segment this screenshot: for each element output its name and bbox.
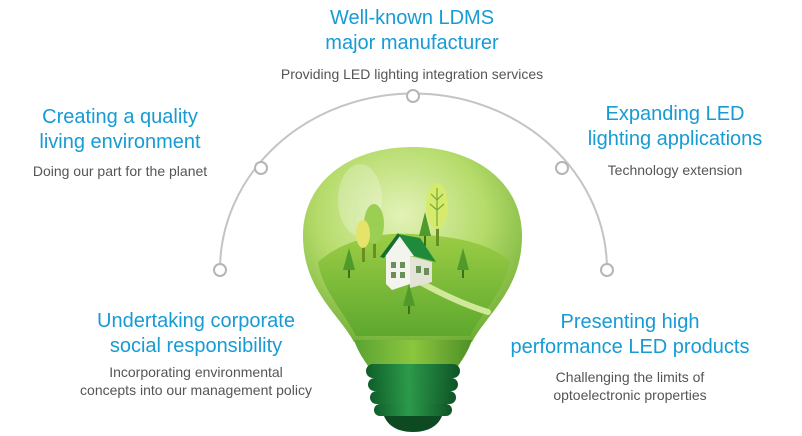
- tree-small-2: [343, 248, 355, 278]
- feature-left-upper: Creating a quality living environment Do…: [0, 105, 240, 180]
- feature-right-lower: Presenting high performance LED products…: [480, 310, 780, 404]
- feature-left-upper-desc: Doing our part for the planet: [32, 163, 208, 179]
- tree-small-3: [457, 248, 469, 278]
- meadow-path: [417, 279, 491, 315]
- arc-node-right-lower: [600, 263, 614, 277]
- bulb-base: [366, 364, 460, 432]
- arc-node-left-lower: [213, 263, 227, 277]
- arc-node-left-upper: [254, 161, 268, 175]
- feature-right-lower-desc: Challenging the limits of optoelectronic…: [553, 369, 707, 403]
- feature-top-desc: Providing LED lighting integration servi…: [280, 66, 544, 82]
- tree-small-1: [419, 212, 431, 246]
- feature-top-title: Well-known LDMS major manufacturer: [325, 7, 499, 54]
- arc-node-right-upper: [555, 161, 569, 175]
- tree-small-4: [403, 284, 415, 314]
- tree-right-tall: [426, 183, 448, 246]
- house: [380, 233, 436, 290]
- feature-right-upper: Expanding LED lighting applications Tech…: [560, 102, 790, 179]
- feature-right-upper-desc: Technology extension: [607, 162, 743, 178]
- feature-top: Well-known LDMS major manufacturer Provi…: [212, 6, 612, 83]
- feature-left-lower-desc: Incorporating environmental concepts int…: [80, 364, 312, 398]
- arc-node-top: [406, 89, 420, 103]
- feature-left-lower-title: Undertaking corporate social responsibil…: [97, 310, 295, 357]
- feature-left-upper-title: Creating a quality living environment: [39, 106, 201, 153]
- tree-yellow: [356, 220, 370, 262]
- feature-right-upper-title: Expanding LED lighting applications: [587, 103, 763, 150]
- feature-left-lower: Undertaking corporate social responsibil…: [40, 309, 352, 399]
- feature-right-lower-title: Presenting high performance LED products: [510, 311, 750, 358]
- bulb-neck: [354, 340, 472, 366]
